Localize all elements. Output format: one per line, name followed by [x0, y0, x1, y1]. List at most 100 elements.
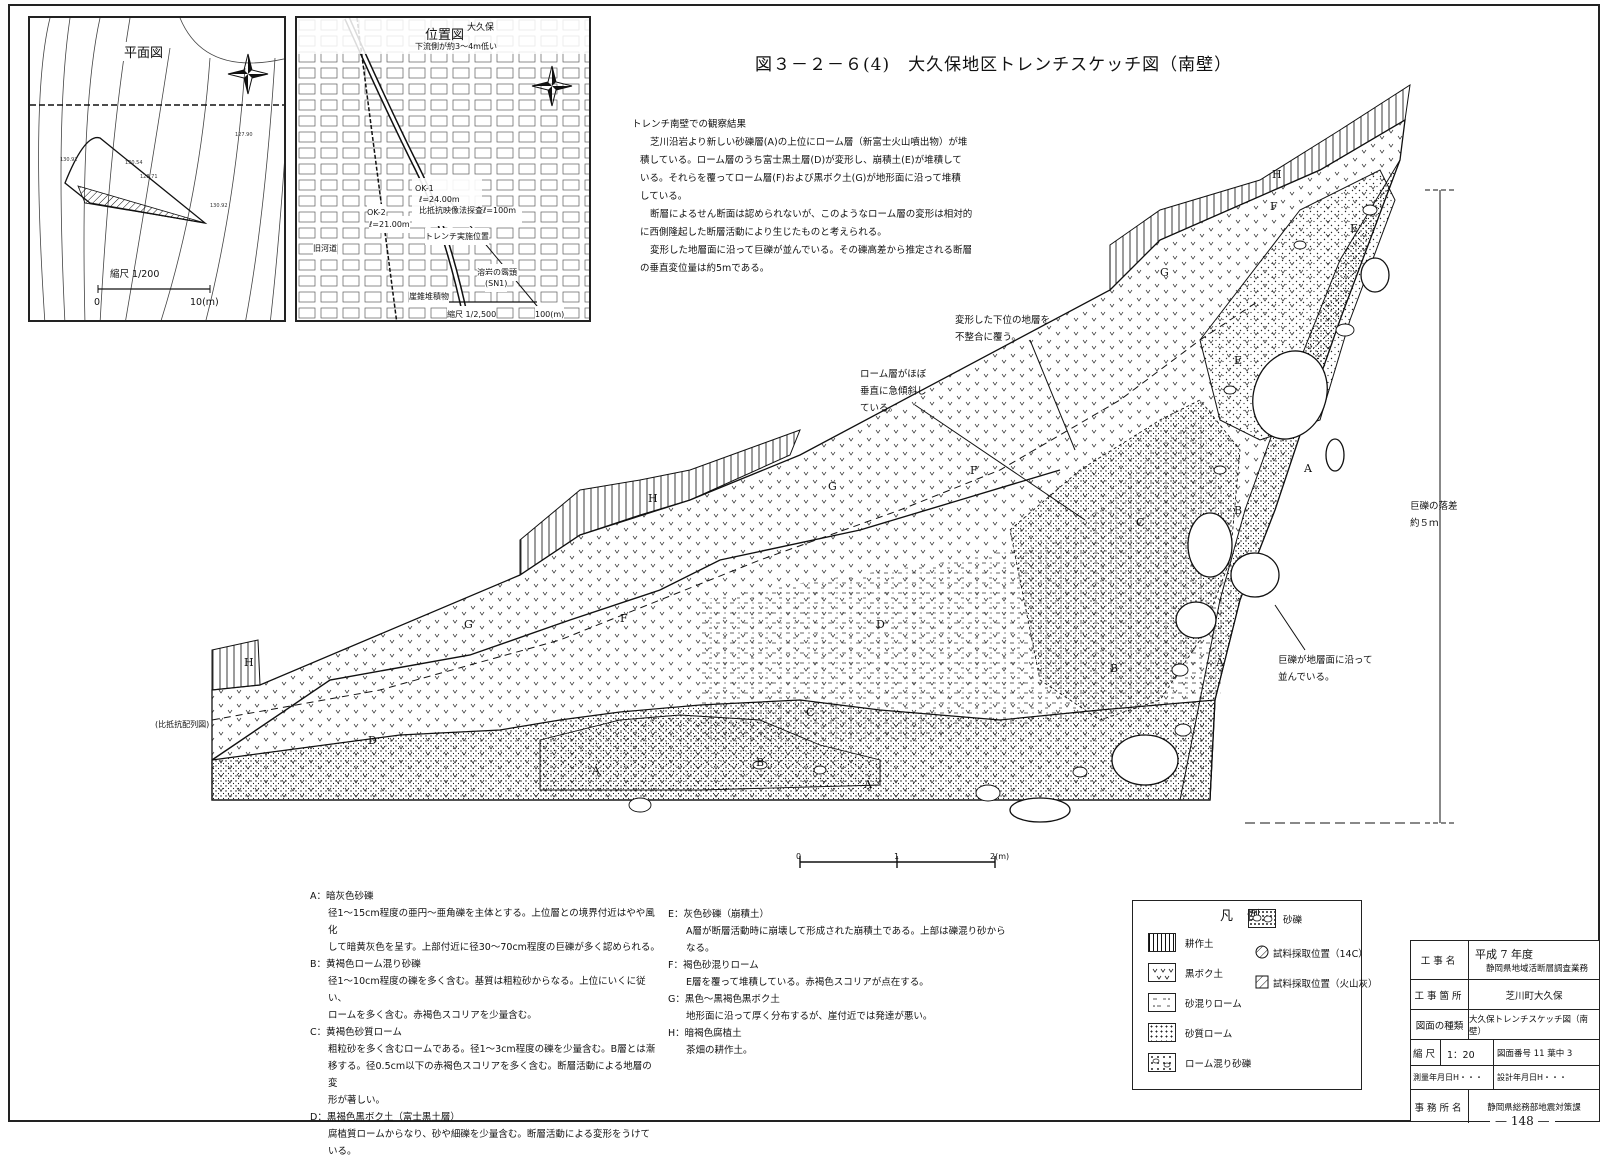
desc-d-line: 腐植質ロームからなり、砂や細礫を少量含む。断層活動による変形をうけて: [328, 1129, 651, 1140]
location-note: 下流側が約3～4m低い: [415, 42, 497, 51]
trench-section-sketch: [211, 83, 1455, 868]
unit-h-label: H: [648, 492, 658, 505]
desc-b-head: B：黄褐色ローム混り砂礫: [310, 959, 421, 970]
legend-swatch-topsoil: [1148, 933, 1176, 952]
page-number: — 148 —: [1490, 1114, 1555, 1128]
annotation-loam: ローム層がほぼ 垂直に急傾斜し ている。: [860, 369, 927, 414]
unit-e-label: E: [1234, 354, 1243, 367]
unit-c-label: C: [1136, 516, 1145, 529]
annotation-boulder: 巨礫が地層面に沿って 並んでいる。: [1278, 655, 1373, 683]
scale-zero: 0: [796, 852, 802, 861]
annotation-offset: 巨礫の落差 約５ｍ: [1410, 501, 1458, 529]
observation-heading: トレンチ南壁での観察結果: [632, 119, 747, 130]
unit-d-label: D: [876, 618, 885, 631]
ok1-label: OK-1: [415, 184, 434, 193]
unit-g-label: G: [828, 480, 837, 493]
svg-text:127.90: 127.90: [235, 132, 253, 138]
project-name: 静岡県地域活断層調査業務: [1485, 964, 1588, 974]
old-road-label: 旧河道: [313, 240, 337, 257]
location-inset: 位置図 大久保 下流側が約3～4m低い OK-1 ℓ=24.00m 比抵抗映像法…: [295, 16, 591, 322]
legend-swatch-loamy-gravel: [1148, 1053, 1176, 1072]
desc-g-head: G：黒色～黒褐色黒ボク土: [668, 994, 780, 1005]
legend-swatch-sample-ash: [1255, 975, 1269, 989]
observation-line: に西側隆起した断層活動により生じたものと考えられる。: [640, 227, 887, 238]
observation-line: 変形した地層面に沿って巨礫が並んでいる。その礫高差から推定される断層: [650, 245, 973, 256]
legend-swatch-gravel: [1248, 909, 1276, 928]
drawing-number: 図面番号 11 葉中 3: [1497, 1049, 1573, 1059]
legend-label: 試料採取位置（14C）: [1273, 949, 1368, 960]
desc-e-line: なる。: [686, 943, 715, 954]
ok2-depth: ℓ=21.00m: [369, 216, 410, 233]
project-label: 工事名: [1411, 941, 1469, 979]
plan-scale-end: 10(m): [190, 297, 219, 308]
title-block: 工事名 平成 7 年度 静岡県地域活断層調査業務 工事箇所 芝川町大久保 図面の…: [1410, 940, 1600, 1123]
location-title: 位置図: [425, 28, 465, 43]
unit-b-label: B: [1110, 662, 1119, 675]
desc-e-head: E：灰色砂礫（崩積土）: [668, 909, 770, 920]
unit-a-label: A: [1304, 462, 1312, 475]
observation-line: している。: [640, 191, 688, 202]
unit-f-label: F: [620, 612, 628, 625]
desc-c-line: 形が著しい。: [328, 1095, 386, 1106]
observation-line: の垂直変位量は約5mである。: [640, 263, 770, 274]
unit-f-label: F: [1270, 200, 1278, 213]
unit-a-label: A: [864, 778, 872, 791]
plan-scale-zero: 0: [94, 297, 101, 308]
desc-c-line: 移する。径0.5cm以下の赤褐色スコリアを多く含む。断層活動による地層の変: [328, 1061, 652, 1089]
annotation-side-note: (比抵抗配列図): [155, 720, 210, 729]
site-value: 芝川町大久保: [1505, 990, 1563, 1002]
legend-swatch-kuroboku: [1148, 963, 1176, 982]
svg-text:128.71: 128.71: [140, 174, 158, 180]
project-year: 平成 7 年度: [1475, 948, 1533, 961]
location-scale-end: 100(m): [535, 306, 565, 320]
desc-d-head: D：黒褐色黒ボク土（富士黒土層）: [310, 1112, 460, 1123]
type-value: 大久保トレンチスケッチ図（南壁）: [1469, 1014, 1589, 1037]
unit-g-label: G: [1160, 266, 1169, 279]
unit-d-label: D: [368, 734, 377, 747]
desc-a-line: して暗黄灰色を呈す。上部付近に径30～70cm程度の巨礫が多く認められる。: [328, 942, 660, 953]
legend-label: 試料採取位置（火山灰）: [1273, 979, 1378, 990]
legend-label: 砂混りローム: [1185, 999, 1242, 1010]
survey-date: 測量年月日H・・・: [1413, 1073, 1484, 1082]
legend-swatch-sandy-loam: [1148, 993, 1176, 1012]
unit-e-label: E: [1350, 222, 1359, 235]
location-place: 大久保: [467, 23, 495, 33]
unit-b-label: B: [1234, 504, 1243, 517]
desc-h-head: H：暗褐色腐植土: [668, 1028, 742, 1039]
legend-box: 凡例 耕作土 黒ボク土 砂混りローム 砂質ローム ローム混り砂礫 砂礫 試料採取…: [1132, 900, 1378, 1090]
svg-text:130.92: 130.92: [60, 157, 78, 163]
observation-line: 断層によるせん断面は認められないが、このようなローム層の変形は相対的: [650, 209, 973, 220]
office-value: 静岡県総務部地震対策課: [1487, 1102, 1581, 1113]
scale-label: 縮尺: [1411, 1040, 1441, 1065]
observation-text: トレンチ南壁での観察結果 芝川沿岩より新しい砂礫層(A)の上位にローム層（新富士…: [632, 116, 1160, 278]
legend-label: 砂質ローム: [1185, 1029, 1233, 1040]
observation-line: 芝川沿岩より新しい砂礫層(A)の上位にローム層（新富士火山噴出物）が堆: [650, 137, 968, 148]
desc-g-line: 地形面に沿って厚く分布するが、崖付近では発達が悪い。: [686, 1011, 933, 1022]
office-label: 事務所名: [1411, 1090, 1469, 1123]
desc-a-line: 径1～15cm程度の亜円～亜角礫を主体とする。上位層との境界付近はやや風化: [328, 908, 655, 936]
legend-title: 凡例: [1219, 909, 1274, 924]
ok1-depth: ℓ=24.00m: [419, 195, 460, 204]
legend-swatch-silty-loam: [1148, 1023, 1176, 1042]
desc-c-head: C：黄褐色砂質ローム: [310, 1027, 402, 1038]
unit-descriptions-left: A：暗灰色砂礫 径1～15cm程度の亜円～亜角礫を主体とする。上位層との境界付近…: [310, 888, 660, 1160]
annotation-deformed: 変形した下位の地層を 不整合に覆う。: [955, 315, 1051, 343]
legend-label: 耕作土: [1185, 939, 1214, 950]
legend-label: 砂礫: [1283, 915, 1303, 926]
location-map: [297, 18, 589, 320]
svg-text:130.92: 130.92: [210, 203, 228, 209]
drawing-frame: [8, 4, 1600, 1122]
site-label: 工事箇所: [1411, 980, 1469, 1009]
scale-value: 1：20: [1447, 1050, 1475, 1061]
unit-h-label: H: [1272, 168, 1282, 181]
trench-label: トレンチ実施位置: [425, 228, 489, 245]
desc-f-head: F：褐色砂混りローム: [668, 960, 759, 971]
legend-swatch-sample-14c: [1255, 945, 1269, 959]
type-label: 図面の種類: [1411, 1010, 1469, 1039]
unit-h-label: H: [244, 656, 254, 669]
legend-label: ローム混り砂礫: [1185, 1059, 1252, 1070]
design-date: 設計年月日H・・・: [1497, 1073, 1568, 1082]
desc-d-line: いる。: [328, 1146, 357, 1157]
